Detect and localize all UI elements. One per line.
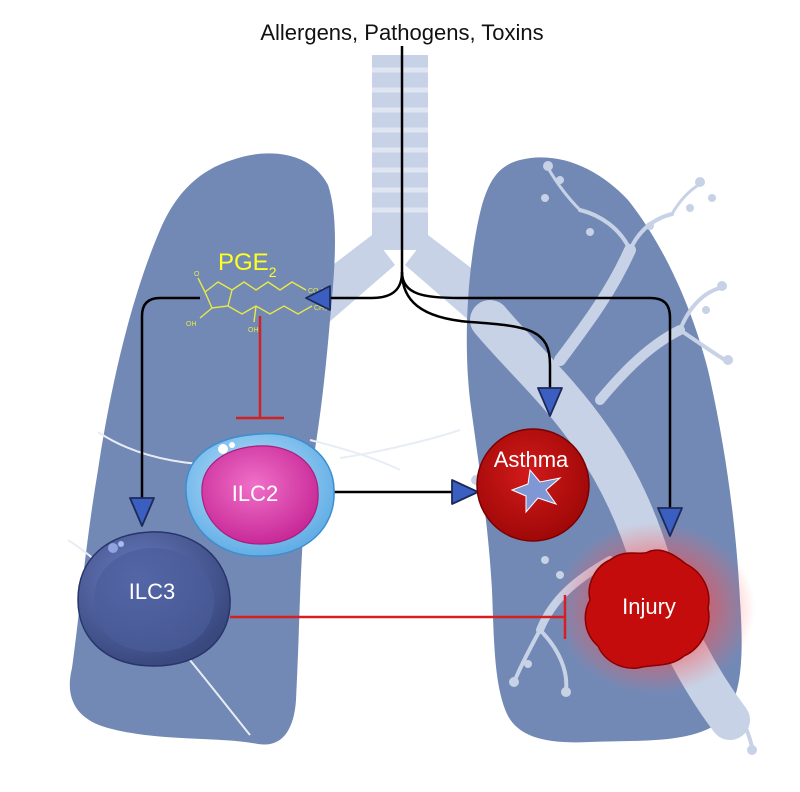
ilc2-cell: ILC2 [185,432,335,557]
path-pge2-to-ilc3 [140,296,200,500]
ilc3-inner [94,547,214,652]
pge-subscript: 2 [269,264,277,280]
pge2-methyl: CH₃ [314,305,327,312]
injury-label: Injury [622,594,676,619]
pge2-hydroxyl-chain: OH [248,327,259,334]
trachea-rings [372,67,428,213]
ilc2-highlight [218,444,228,454]
injury-node: Injury [584,549,710,669]
arrowhead-asthma [537,387,563,417]
pge2-hydroxyl-ring: OH [186,321,197,328]
ilc2-body [201,445,319,545]
ilc2-highlight-small [229,442,235,448]
pge2-molecule [197,277,313,323]
top-label-bg [205,14,595,46]
arrowhead-injury [657,507,683,537]
arrow-heads [129,285,683,537]
pge2-ketone: O [194,271,200,278]
ilc2-label: ILC2 [232,481,278,506]
path-to-injury [400,271,672,508]
ilc3-cell: ILC3 [77,531,231,667]
path-to-asthma [400,271,552,390]
alveoli [471,161,757,755]
pge-name: PGE [218,249,269,276]
ilc3-highlight-small [118,541,124,547]
ilc3-label: ILC3 [129,579,175,604]
arrowhead-ilc3 [129,497,155,527]
arrowhead-ilc2-asthma [451,479,479,505]
injury-body [584,549,710,669]
asthma-node: Asthma [476,428,590,542]
pge2-label: PGE2 [218,249,277,280]
inhibition-lines [230,316,567,639]
ilc3-highlight [108,543,118,553]
top-label: Allergens, Pathogens, Toxins [260,20,543,45]
arrowhead-pge2 [305,285,331,311]
asthma-constricted-airway-icon [510,468,562,514]
pathway-lines [140,45,672,508]
asthma-label: Asthma [494,447,569,472]
